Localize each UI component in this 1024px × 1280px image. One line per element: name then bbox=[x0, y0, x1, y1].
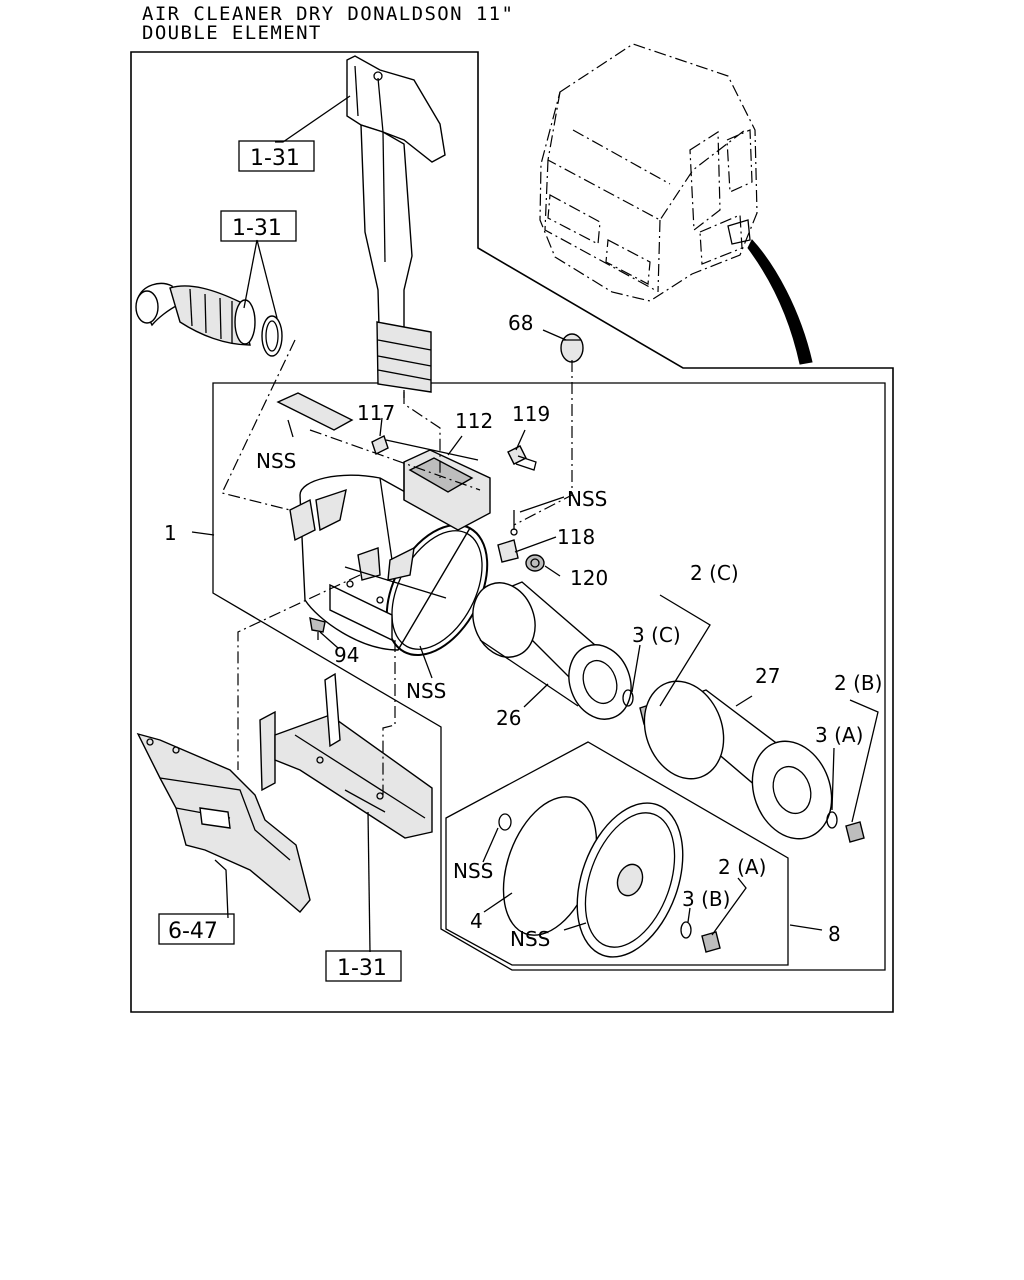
frame-bracket bbox=[259, 672, 433, 839]
callout-119: 119 bbox=[512, 402, 550, 426]
callout-4: 4 bbox=[470, 909, 483, 933]
leader-lines bbox=[191, 95, 879, 953]
ref-box-hose bbox=[220, 210, 297, 242]
callout-3a: 3 (A) bbox=[815, 723, 863, 747]
callout-94: 94 bbox=[334, 643, 359, 667]
callout-nss-cap: NSS bbox=[510, 927, 550, 951]
callout-2a: 2 (A) bbox=[718, 855, 766, 879]
truck-cab-illustration bbox=[539, 43, 813, 365]
callout-68: 68 bbox=[508, 311, 533, 335]
callout-2b: 2 (B) bbox=[834, 671, 882, 695]
callout-27: 27 bbox=[755, 664, 780, 688]
callout-nss-bracket: NSS bbox=[567, 487, 607, 511]
inner-element-26 bbox=[472, 581, 657, 725]
callout-120: 120 bbox=[570, 566, 608, 590]
diagram-title-line-1: AIR CLEANER DRY DONALDSON 11" bbox=[142, 3, 515, 25]
callout-nss-band: NSS bbox=[406, 679, 446, 703]
callout-nss-gasket: NSS bbox=[453, 859, 493, 883]
ref-hose-label: 1-31 bbox=[232, 216, 282, 241]
element-kit bbox=[498, 796, 721, 958]
callout-117: 117 bbox=[357, 401, 395, 425]
callout-118: 118 bbox=[557, 525, 595, 549]
callout-26: 26 bbox=[496, 706, 521, 730]
fender-panel bbox=[136, 732, 311, 913]
intake-duct bbox=[346, 55, 446, 398]
callout-112: 112 bbox=[455, 409, 493, 433]
ref-fender-label: 6-47 bbox=[168, 919, 218, 944]
callout-nss-cover: NSS bbox=[256, 449, 296, 473]
callout-3b: 3 (B) bbox=[682, 887, 730, 911]
ref-duct-label: 1-31 bbox=[250, 146, 300, 171]
diagram-title-line-2: DOUBLE ELEMENT bbox=[142, 22, 322, 44]
callout-1: 1 bbox=[164, 521, 177, 545]
ref-box-fender bbox=[158, 913, 235, 945]
callout-8: 8 bbox=[828, 922, 841, 946]
callout-2c: 2 (C) bbox=[690, 561, 739, 585]
air-cleaner-housing bbox=[276, 333, 584, 657]
intake-hose bbox=[135, 282, 283, 357]
outer-frame bbox=[130, 51, 894, 1013]
ref-box-duct bbox=[238, 140, 315, 172]
kit-frame bbox=[445, 741, 789, 966]
ref-box-frame bbox=[325, 950, 402, 982]
outer-element-27 bbox=[643, 680, 865, 843]
callout-3c: 3 (C) bbox=[632, 623, 681, 647]
ref-frame-label: 1-31 bbox=[337, 956, 387, 981]
assembly-frame bbox=[212, 382, 886, 971]
